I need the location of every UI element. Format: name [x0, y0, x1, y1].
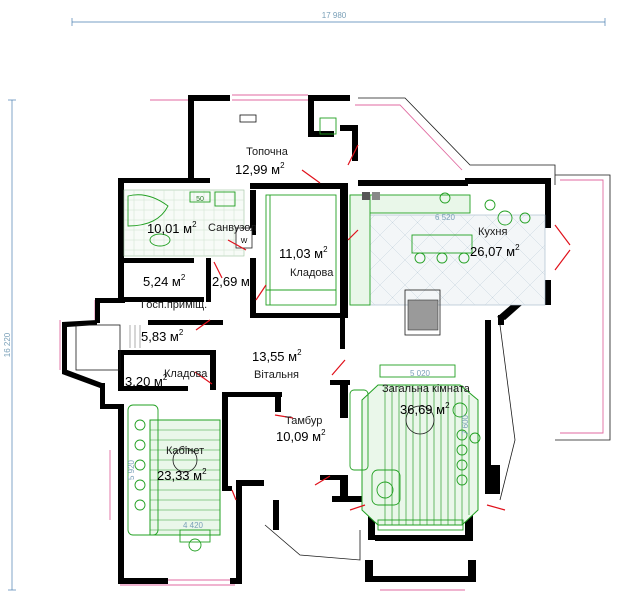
room-name-kukhnia: Кухня: [478, 226, 507, 238]
room-name-topochna: Топочна: [246, 146, 289, 158]
room-area-kukhnia: 26,07 м2: [470, 243, 520, 259]
study-floor: 4 420 5 920: [127, 404, 221, 552]
room-area-sanvuzol: 10,01 м2: [147, 220, 197, 236]
door-swings: [194, 144, 571, 511]
terrace-outline: [59, 94, 611, 591]
room-name-kladova2: Кладова: [164, 368, 208, 380]
room-area-kabinet: 23,33 м2: [157, 467, 207, 483]
room-name-vitalnia: Вітальня: [254, 369, 299, 381]
room-area-hall: 5,83 м2: [141, 328, 184, 344]
room-name-sanvuzol: Санвузол: [208, 222, 257, 234]
room-area-zahalna: 36,69 м2: [400, 401, 450, 417]
dimension-lines: 17 980 16 220: [3, 11, 606, 591]
stairs: [75, 324, 141, 371]
overall-width-label: 17 980: [322, 11, 347, 20]
room-labels: Топочна 12,99 м2 Санвузол 10,01 м2 11,03…: [125, 146, 520, 483]
living-dim-label: 5 020: [410, 369, 431, 378]
boiler-room-fixtures: [239, 114, 337, 135]
room-area-hosp: 5,24 м2: [143, 273, 186, 289]
study-depth-label: 5 920: [127, 459, 136, 480]
room-name-kabinet: Кабінет: [166, 445, 204, 457]
washer-icon: W: [241, 238, 248, 245]
room-name-tambur: Тамбур: [285, 415, 322, 427]
room-area-kladova1: 11,03 м2: [279, 245, 328, 261]
kitchen-floor: 6 520: [349, 192, 546, 336]
room-area-tambur: 10,09 м2: [276, 428, 326, 444]
room-name-kladova1: Кладова: [290, 267, 334, 279]
room-area-kladova2: 3,20 м2: [125, 373, 168, 389]
kitchen-dim-label: 6 520: [435, 213, 456, 222]
bathroom-floor: W 50: [123, 189, 253, 257]
study-width-label: 4 420: [183, 521, 204, 530]
boiler-label: 50: [196, 196, 204, 203]
room-name-hosp: Госп.приміщ.: [141, 299, 207, 311]
room-area-vitalnia: 13,55 м2: [252, 348, 302, 364]
pantry-outline: [265, 194, 337, 306]
living-depth-label: 7 600: [461, 414, 470, 435]
living-room-floor: 5 020 7 600: [349, 364, 481, 531]
room-name-zahalna: Загальна кімната: [382, 383, 471, 395]
room-area-269: 2,69 м2: [212, 273, 255, 289]
overall-height-label: 16 220: [3, 332, 12, 357]
room-area-topochna: 12,99 м2: [235, 161, 285, 177]
